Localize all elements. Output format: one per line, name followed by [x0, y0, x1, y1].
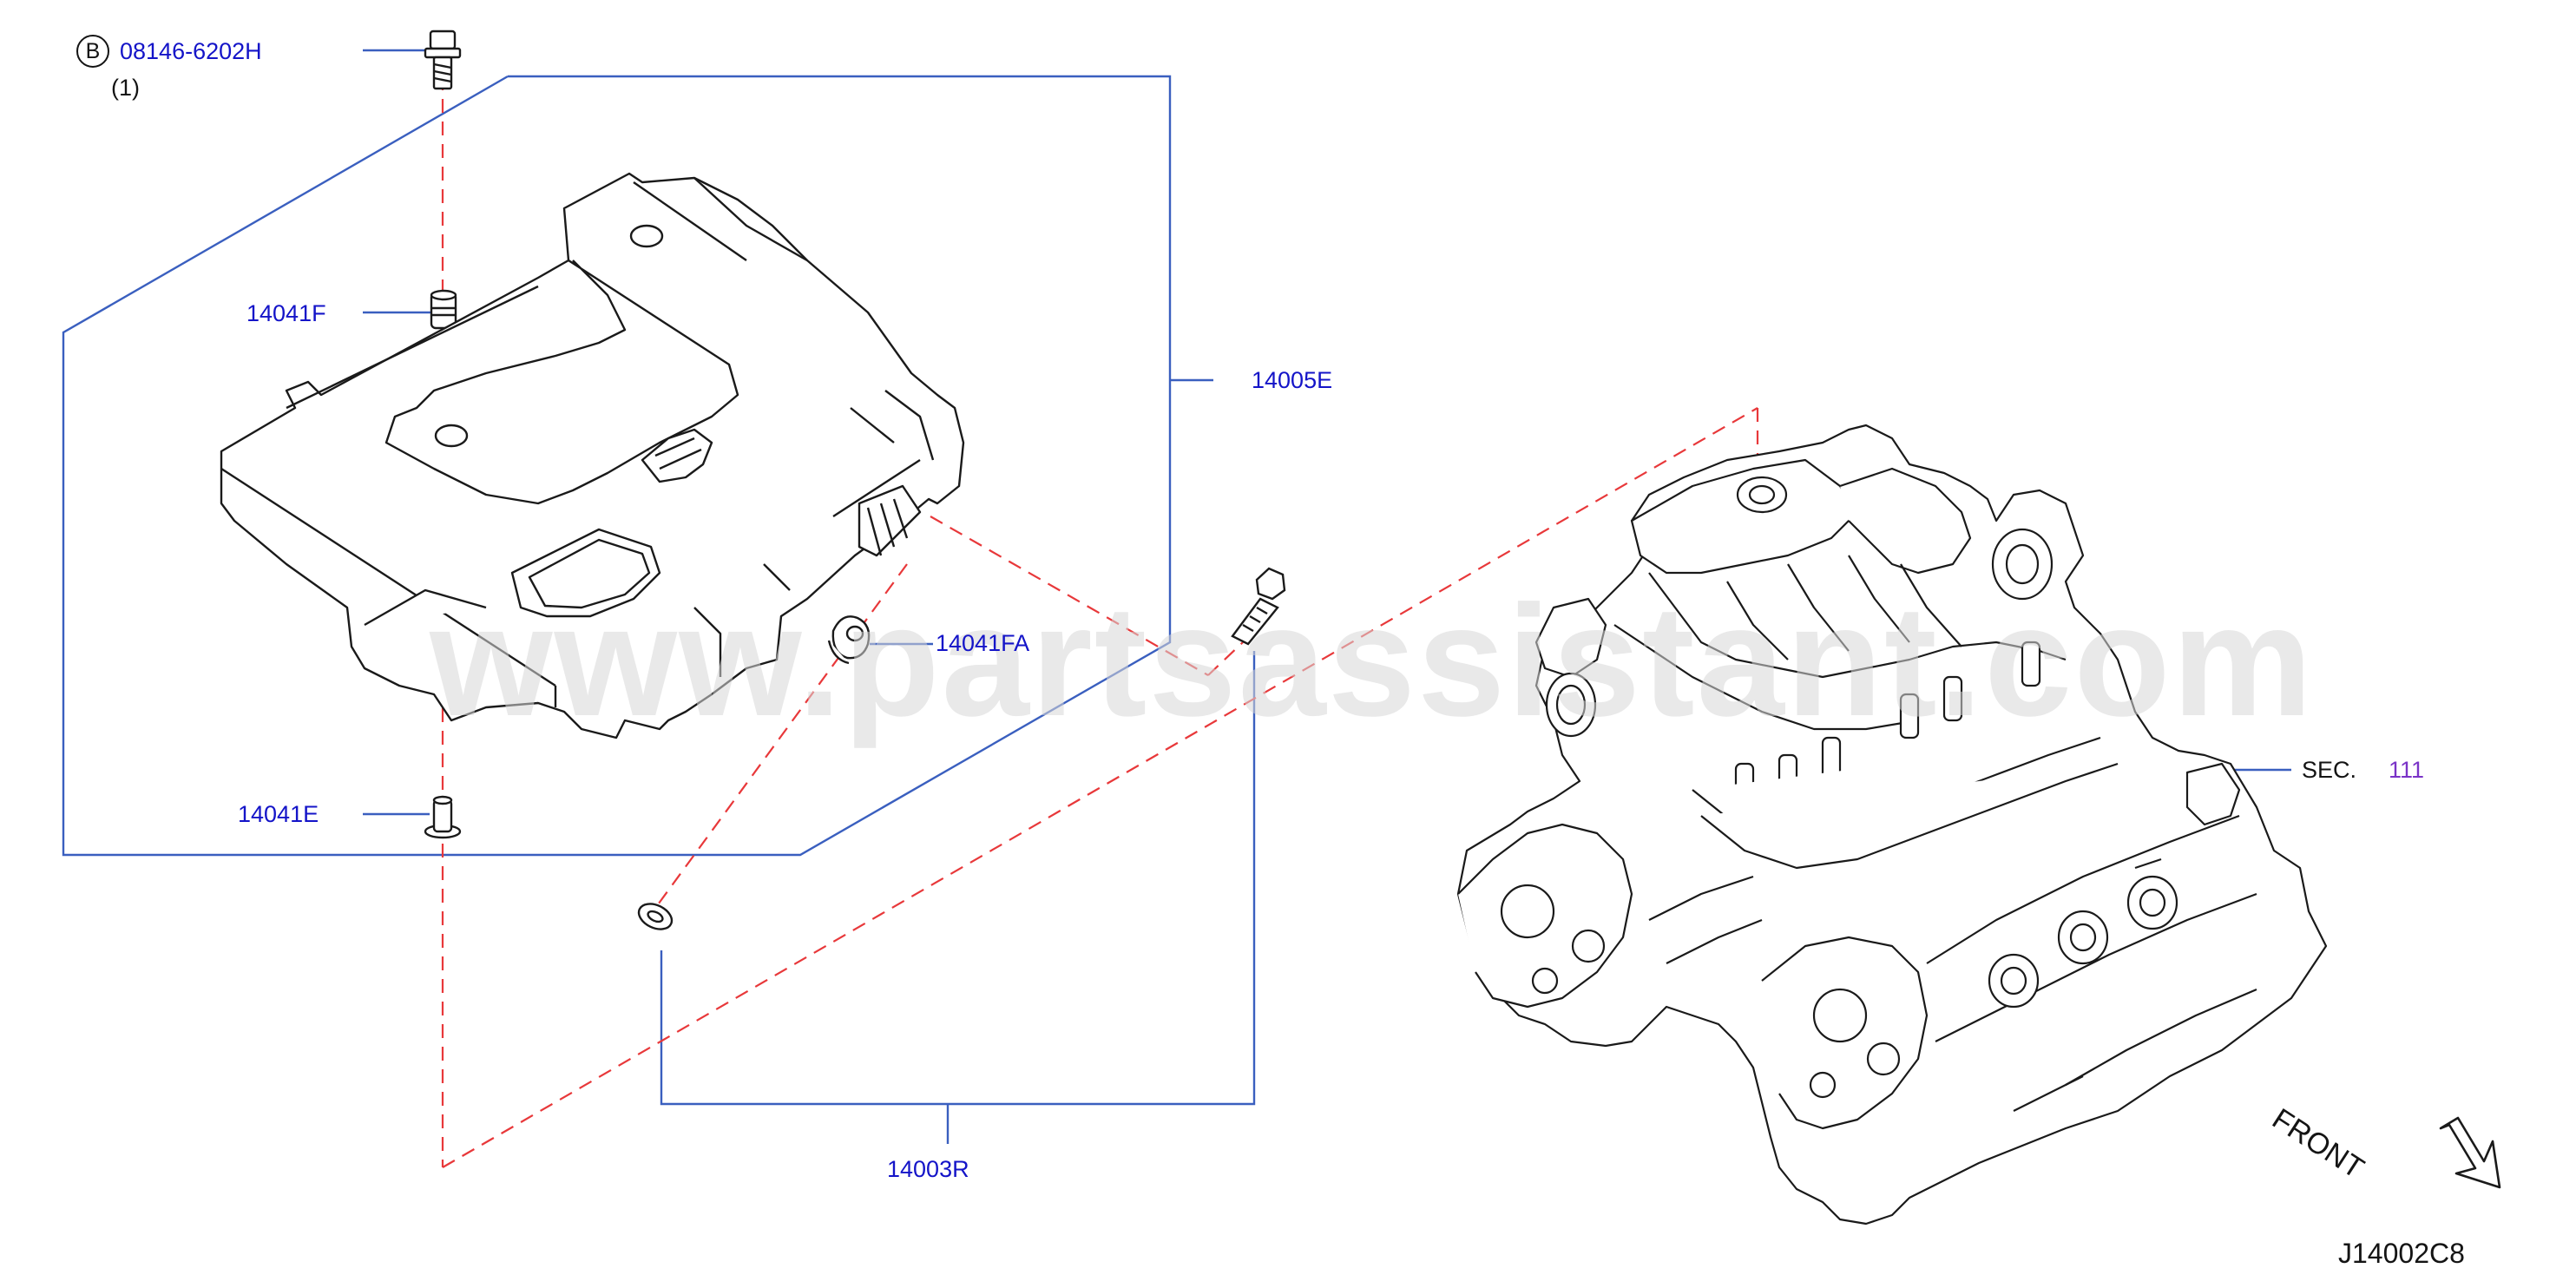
stud-bolt-part	[1231, 567, 1286, 646]
grommet-cover-part	[827, 615, 871, 665]
engine-cover-drawing	[220, 172, 965, 739]
front-arrow	[2439, 1116, 2501, 1189]
watermark-text: www.partsassistant.com	[430, 572, 2315, 749]
grommet-upper-label[interactable]: 14041F	[246, 300, 326, 326]
grommet-lower-label[interactable]: 14041E	[238, 801, 319, 827]
engine-cover-label[interactable]: 14005E	[1252, 367, 1333, 393]
bolt-callout-circle: B	[76, 35, 109, 68]
grommet-lower-part	[424, 795, 462, 839]
bracket-set-label[interactable]: 14003R	[887, 1156, 969, 1182]
diagram-code: J14002C8	[2338, 1238, 2465, 1269]
engine-assembly-drawing	[1456, 424, 2328, 1226]
bolt-part	[424, 30, 462, 90]
washer-part	[637, 903, 674, 930]
grommet-cover-label[interactable]: 14041FA	[936, 630, 1030, 656]
section-prefix: SEC.	[2302, 757, 2357, 783]
bolt-quantity: (1)	[111, 75, 140, 101]
bracket-set-leader	[660, 651, 1256, 1106]
bolt-part-number[interactable]: 08146-6202H	[120, 38, 262, 64]
section-number-link[interactable]: 111	[2389, 757, 2425, 783]
grommet-upper-part	[430, 289, 457, 330]
assembly-outline	[62, 75, 1172, 857]
